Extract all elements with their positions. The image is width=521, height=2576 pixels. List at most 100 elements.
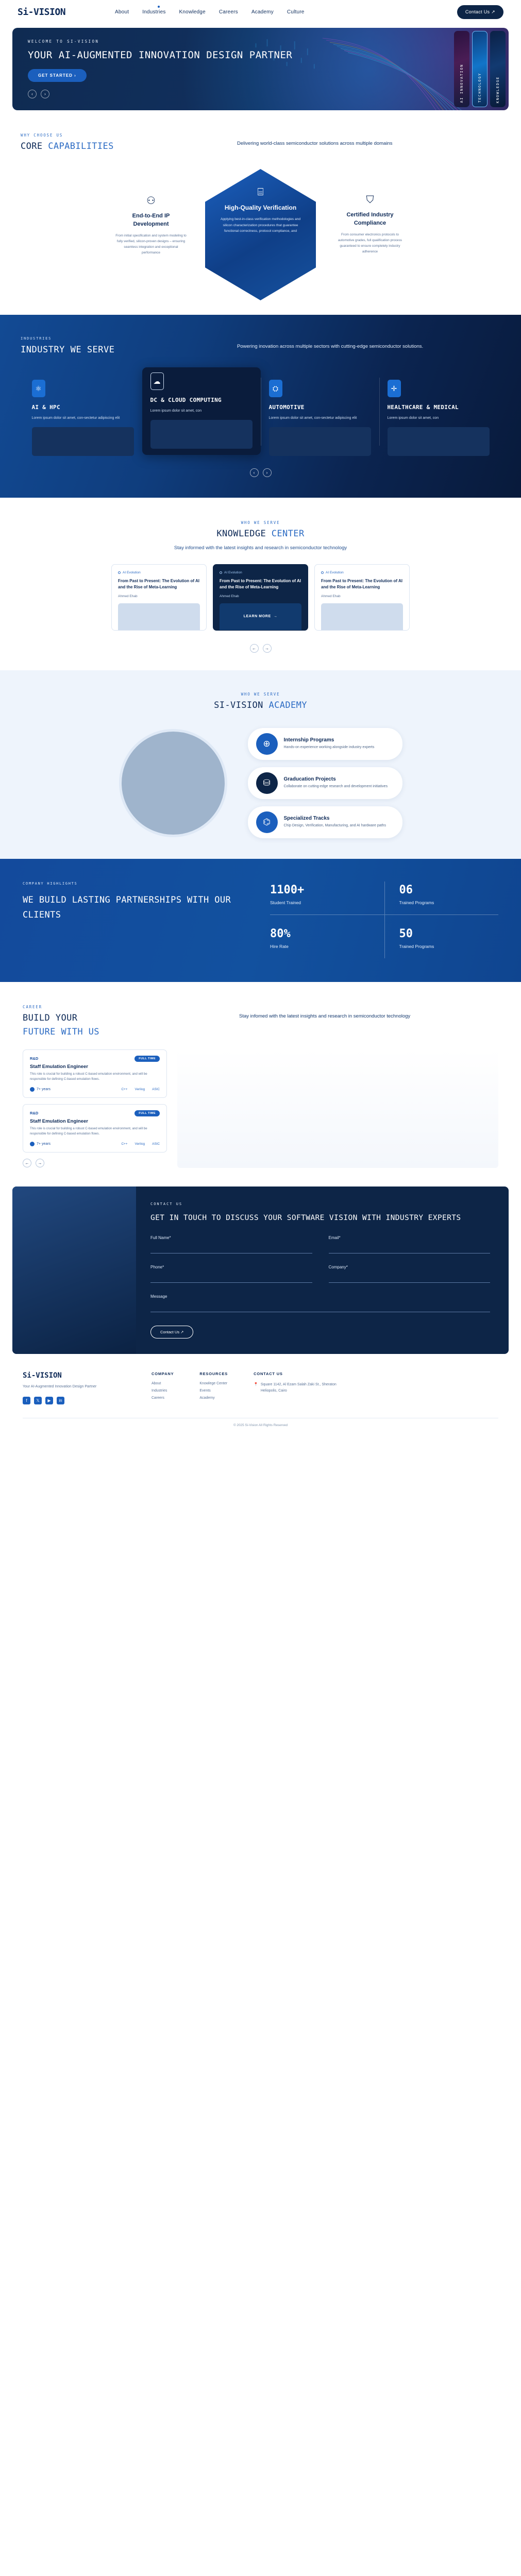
nav-item-knowledge[interactable]: Knowledge (179, 9, 206, 15)
core-capability-cards: ⚇ End-to-End IP Development From initial… (0, 169, 521, 300)
article-author: Ahmed Ehab (321, 594, 341, 598)
twitter-x-icon[interactable]: 𝕏 (34, 1397, 42, 1405)
knowledge-prev-button[interactable]: ← (249, 643, 259, 653)
nav-item-academy[interactable]: Academy (251, 9, 274, 15)
footer-column-company: COMPANY About Industries Careers (152, 1371, 174, 1404)
industries-prev-button[interactable]: ‹ (249, 468, 259, 477)
capability-card-ip-development[interactable]: ⚇ End-to-End IP Development From initial… (102, 177, 200, 293)
industry-card-automotive[interactable]: ⛭ AUTOMOTIVE Lorem ipsum dolor sit amet,… (260, 372, 379, 456)
article-card[interactable]: AI Evolution From Past to Present: The E… (213, 564, 308, 631)
academy-item-graduation[interactable]: ⛁ Graducation Projects Collaborate on cu… (247, 767, 402, 799)
linkedin-icon[interactable]: in (57, 1397, 64, 1405)
article-card[interactable]: AI Evolution From Past to Present: The E… (111, 564, 207, 631)
academy-item-title: Graducation Projects (283, 776, 336, 782)
hero-tab-label: KNOWLEDGE (496, 76, 500, 103)
job-list: R&D FULL TIME Staff Emulation Engineer T… (23, 1049, 167, 1168)
job-years-label: 7+ years (37, 1142, 51, 1146)
full-name-input[interactable] (150, 1246, 312, 1254)
page-root: Si-VISION About Industries Knowledge Car… (0, 5, 521, 1435)
career-prev-button[interactable]: ← (23, 1158, 31, 1167)
career-next-button[interactable]: → (36, 1158, 44, 1167)
job-description: This role is crucial for building a robu… (30, 1126, 147, 1136)
footer-link-events[interactable]: Events (199, 1389, 211, 1393)
capability-body: From consumer electronics protocols to a… (338, 232, 402, 254)
job-years-label: 7+ years (37, 1087, 51, 1091)
industries-title: INDUSTRY WE SERVE (21, 345, 115, 355)
nav-item-industries[interactable]: Industries (142, 9, 166, 15)
briefcase-graduation-icon: ⛁ (256, 772, 278, 794)
capability-body: From initial specification and system mo… (115, 233, 187, 255)
company-input[interactable] (328, 1276, 490, 1283)
contact-submit-button[interactable]: Contact Us ↗ (150, 1326, 194, 1339)
contact-section: CONTACT US GET IN TOUCH TO DISCUSS YOUR … (12, 1186, 509, 1354)
phone-input[interactable] (150, 1276, 312, 1283)
cloud-icon: ☁ (150, 372, 164, 390)
hero-tab-knowledge[interactable]: KNOWLEDGE (490, 31, 506, 107)
stat-hire-rate: 80% Hire Rate (270, 914, 384, 958)
field-email: Email* (328, 1235, 490, 1254)
job-type-badge: FULL TIME (135, 1110, 160, 1116)
full-name-label: Full Name* (150, 1235, 171, 1241)
hero-tab-technology[interactable]: TECHNOLOGY (472, 31, 488, 107)
academy-item-body: Collaborate on cutting-edge research and… (283, 784, 388, 788)
industry-card-dc-cloud[interactable]: ☁ DC & CLOUD COMPUTING Lorem ipsum dolor… (142, 367, 261, 455)
learn-more-button[interactable]: LEARN MORE→ (220, 603, 301, 630)
academy-item-internship[interactable]: ⊕ Internship Programs Hands-on experienc… (247, 727, 402, 760)
car-chip-icon: ⛭ (268, 380, 282, 397)
job-tag: C++ (121, 1142, 128, 1146)
message-input[interactable] (150, 1305, 490, 1313)
footer-link-about[interactable]: About (152, 1382, 161, 1386)
contact-photo (12, 1186, 136, 1354)
nav-item-culture[interactable]: Culture (287, 9, 305, 15)
company-label: Company* (328, 1265, 348, 1270)
site-logo[interactable]: Si-VISION (18, 6, 66, 18)
knowledge-eyebrow: WHO WE SERVE (241, 520, 280, 525)
hero-tab-label: AI INNOVATION (460, 64, 464, 103)
footer-link-academy[interactable]: Academy (199, 1396, 215, 1400)
hero-tab-ai-innovation[interactable]: AI INNOVATION (454, 31, 469, 107)
knowledge-next-button[interactable]: → (262, 643, 272, 653)
get-started-button[interactable]: GET STARTED › (28, 69, 87, 82)
article-title: From Past to Present: The Evolution of A… (220, 578, 301, 589)
job-card[interactable]: R&D FULL TIME Staff Emulation Engineer T… (23, 1104, 167, 1153)
footer-link-knowledge-center[interactable]: Knowlege Center (199, 1382, 228, 1386)
stat-trained-programs-2: 50 Trained Programs (384, 914, 498, 958)
capability-card-compliance[interactable]: ⛉ Certified Industry Compliance From con… (321, 177, 419, 293)
youtube-icon[interactable]: ▶ (45, 1397, 53, 1405)
job-tag: C++ (121, 1087, 128, 1091)
knowledge-title: KNOWLEDGE CENTER (0, 529, 521, 539)
nav-item-about[interactable]: About (115, 9, 129, 15)
footer-copyright: © 2025 Si-Vision All Rights Reserved (23, 1418, 498, 1434)
footer-link-industries[interactable]: Industries (152, 1389, 167, 1393)
academy-item-tracks[interactable]: ⌬ Specialized Tracks Chip Design, Verifi… (247, 806, 402, 838)
industry-card-ai-hpc[interactable]: ⚛ AI & HPC Lorem ipsum dolor sit amet, c… (24, 372, 142, 456)
tag-dot-icon (118, 571, 121, 574)
article-author: Ahmed Ehab (118, 594, 138, 598)
article-card[interactable]: AI Evolution From Past to Present: The E… (314, 564, 410, 631)
industry-card-healthcare[interactable]: ✛ HEALTHCARE & MEDICAL Lorem ipsum dolor… (379, 372, 498, 456)
article-tag: AI Evolution (321, 571, 403, 574)
capability-card-verification[interactable]: ⌸ High-Quality Verification Applying bes… (205, 169, 316, 300)
nav-contact-button[interactable]: Contact Us ↗ (457, 5, 503, 19)
job-card[interactable]: R&D FULL TIME Staff Emulation Engineer T… (23, 1049, 167, 1098)
job-experience: 7+ years (30, 1087, 51, 1092)
company-highlights-section: COMPANY HIGHLIGHTS WE BUILD LASTING PART… (0, 858, 521, 982)
medical-chip-icon: ✛ (387, 380, 401, 397)
hero-next-button[interactable]: › (41, 90, 49, 99)
job-skill-tags: C++ Verilog ASIC (121, 1088, 160, 1091)
hero-prev-button[interactable]: ‹ (28, 90, 37, 99)
footer-social-links: f 𝕏 ▶ in (23, 1397, 126, 1405)
globe-circuit-icon: ⊕ (256, 733, 278, 755)
nav-item-careers[interactable]: Careers (219, 9, 238, 15)
job-experience: 7+ years (30, 1141, 51, 1146)
facebook-icon[interactable]: f (23, 1397, 30, 1405)
academy-photo (119, 728, 227, 837)
email-input[interactable] (328, 1246, 490, 1254)
job-department: R&D (30, 1111, 39, 1116)
site-footer: Si-VISION Your AI-Augmented Innovation D… (0, 1354, 521, 1435)
industries-next-button[interactable]: › (262, 468, 272, 477)
footer-logo[interactable]: Si-VISION (23, 1371, 62, 1380)
industries-carousel-arrows: ‹ › (0, 468, 521, 477)
footer-link-careers[interactable]: Careers (152, 1396, 164, 1400)
highlights-stats: 1100+ Student Trained 06 Trained Program… (270, 881, 498, 958)
